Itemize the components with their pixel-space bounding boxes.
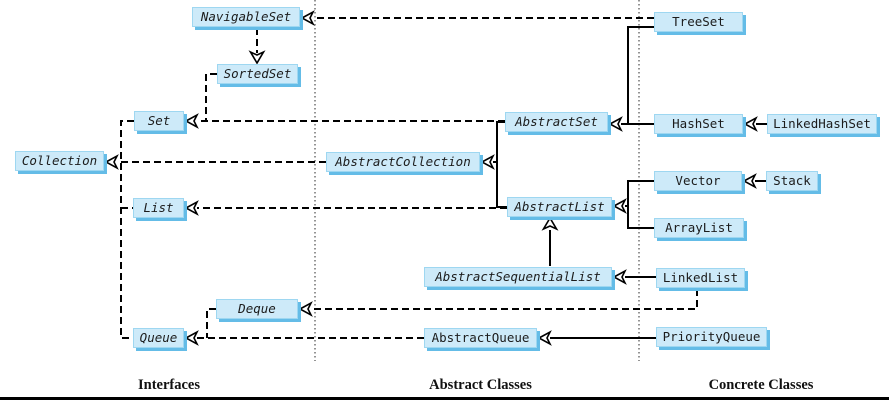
node-priorityqueue: PriorityQueue [656,327,767,347]
edge-sortedset-set [205,73,217,121]
node-hashset: HashSet [654,114,743,134]
edge-collection-spine [120,120,134,339]
node-abstractset: AbstractSet [505,112,608,132]
column-label-interfaces: Interfaces [137,377,200,393]
node-abstractlist: AbstractList [507,197,612,217]
edge-treeset-navigableset [300,10,654,26]
bottom-rule [0,397,889,400]
node-vector: Vector [654,171,742,191]
node-queue: Queue [133,328,184,348]
node-stack: Stack [766,171,818,191]
edge-vector-arraylist-abstractlist [612,180,654,229]
node-set: Set [134,111,184,131]
node-collection: Collection [15,151,104,171]
edge-deque-queue [206,308,216,338]
edge-abstractsequentiallist-abstractlist [541,216,559,266]
node-treeset: TreeSet [654,12,743,32]
edge-navigableset-sortedset [248,28,266,65]
column-label-concrete-classes: Concrete Classes [708,377,814,393]
edge-abstractset-set [184,113,505,129]
node-linkedlist: LinkedList [656,268,745,288]
edge-linkedlist-abstractsequentiallist [612,269,656,285]
edge-abstractlist-list [184,200,507,216]
node-abstractcollection: AbstractCollection [326,152,480,172]
node-navigableset: NavigableSet [192,7,300,27]
node-deque: Deque [216,299,298,319]
node-abstractsequentiallist: AbstractSequentialList [424,267,612,287]
column-label-abstract-classes: Abstract Classes [429,377,532,393]
node-linkedhashset: LinkedHashSet [767,114,877,134]
edge-priorityqueue-abstractqueue [537,330,656,346]
node-sortedset: SortedSet [217,64,298,84]
node-abstractqueue: AbstractQueue [424,328,537,348]
edge-stack-vector [742,173,766,189]
node-arraylist: ArrayList [654,218,744,238]
edge-abstractset-abstractlist-abstractcollection [480,121,507,208]
edge-linkedhashset-hashset [743,116,767,132]
edge-linkedlist-deque [298,289,698,317]
edge-abstractqueue-queue [184,330,424,346]
edge-treeset-hashset-abstractset [608,26,654,132]
edge-abstractcollection-collection [104,154,326,170]
node-list: List [133,198,184,218]
